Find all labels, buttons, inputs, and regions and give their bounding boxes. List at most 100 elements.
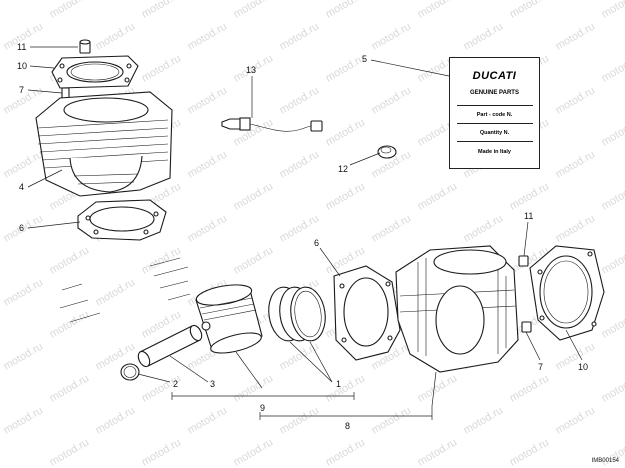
watermark-text: motod.ru — [140, 0, 184, 21]
callout-1: 1 — [336, 379, 341, 389]
watermark-text: motod.ru — [370, 84, 414, 116]
card-divider — [456, 105, 533, 106]
watermark-text: motod.ru — [416, 436, 460, 468]
callout-10-lower: 10 — [578, 362, 588, 372]
watermark-text: motod.ru — [324, 436, 368, 468]
watermark-text: motod.ru — [48, 244, 92, 276]
callout-13: 13 — [246, 65, 256, 75]
origin-label: Made in Italy — [477, 149, 511, 155]
watermark-text: motod.ru — [324, 372, 368, 404]
head-gasket — [51, 55, 139, 89]
watermark-text: motod.ru — [324, 52, 368, 84]
piston-rings — [268, 286, 326, 342]
rubber-plug — [377, 145, 397, 159]
watermark-text: motod.ru — [140, 244, 184, 276]
callout-11: 11 — [17, 42, 26, 52]
watermark-text: motod.ru — [508, 436, 552, 468]
watermark-text: motod.ru — [94, 20, 138, 52]
callout-6: 6 — [19, 223, 24, 233]
callout-11-lower: 11 — [524, 211, 533, 221]
watermark-text: motod.ru — [600, 0, 625, 21]
watermark-text: motod.ru — [278, 340, 322, 372]
dowel-pins-lower — [518, 255, 532, 333]
watermark-text: motod.ru — [232, 180, 276, 212]
piston — [195, 284, 263, 354]
watermark-text: motod.ru — [508, 372, 552, 404]
callout-12: 12 — [338, 164, 348, 174]
watermark-text: motod.ru — [600, 372, 625, 404]
watermark-text: motod.ru — [2, 404, 46, 436]
callout-7-lower: 7 — [538, 362, 543, 372]
watermark-text: motod.ru — [278, 148, 322, 180]
watermark-text: motod.ru — [554, 340, 598, 372]
top-cylinder-assembly — [35, 39, 173, 241]
watermark-text: motod.ru — [554, 20, 598, 52]
watermark-text: motod.ru — [48, 372, 92, 404]
watermark-text: motod.ru — [186, 404, 230, 436]
watermark-text: motod.ru — [324, 116, 368, 148]
watermark-text: motod.ru — [324, 0, 368, 21]
callout-6-lower: 6 — [314, 238, 319, 248]
quantity-label: Quantity N. — [479, 130, 510, 136]
hatch-marks — [59, 257, 191, 323]
watermark-text: motod.ru — [600, 244, 625, 276]
watermark-text: motod.ru — [370, 20, 414, 52]
dowel-pin — [79, 39, 91, 54]
watermark-text: motod.ru — [140, 52, 184, 84]
watermark-text: motod.ru — [416, 180, 460, 212]
watermark-text: motod.ru — [2, 276, 46, 308]
watermark-text: motod.ru — [186, 212, 230, 244]
watermark-text: motod.ru — [186, 148, 230, 180]
watermark-text: motod.ru — [140, 436, 184, 468]
watermark-text: motod.ru — [278, 404, 322, 436]
leader-lines — [27, 46, 583, 420]
watermark-text: motod.ru — [232, 244, 276, 276]
watermark-text: motod.ru — [278, 84, 322, 116]
base-gasket-lower — [333, 265, 401, 361]
watermark-text: motod.ru — [554, 148, 598, 180]
watermark-text: motod.ru — [186, 20, 230, 52]
piston-pin — [137, 324, 203, 368]
card-divider — [456, 141, 533, 142]
watermark-text: motod.ru — [554, 212, 598, 244]
callout-2: 2 — [173, 379, 178, 389]
watermark-text: motod.ru — [554, 404, 598, 436]
callout-4: 4 — [19, 182, 24, 192]
watermark-text: motod.ru — [600, 52, 625, 84]
callout-10: 10 — [17, 61, 27, 71]
callout-labels: 11 10 7 4 6 13 5 12 6 11 7 10 2 3 1 9 8 — [17, 42, 588, 431]
callout-9: 9 — [260, 403, 265, 413]
callout-3: 3 — [210, 379, 215, 389]
watermark-text: motod.ru — [232, 436, 276, 468]
watermark-text: motod.ru — [462, 20, 506, 52]
watermark-text: motod.ru — [48, 436, 92, 468]
brand-logo: DUCATI — [472, 70, 517, 82]
watermark-text: motod.ru — [600, 308, 625, 340]
callout-7: 7 — [19, 85, 24, 95]
watermark-text: motod.ru — [232, 0, 276, 21]
watermark-text: motod.ru — [94, 276, 138, 308]
watermark-text: motod.ru — [600, 116, 625, 148]
watermark-text: motod.ru — [416, 0, 460, 21]
watermark-text: motod.ru — [186, 84, 230, 116]
card-divider — [456, 123, 533, 124]
head-gasket-lower — [529, 245, 605, 341]
lower-exploded-assembly — [59, 245, 605, 381]
watermark-text: motod.ru — [48, 308, 92, 340]
watermark-text: motod.ru — [370, 404, 414, 436]
watermark-text: motod.ru — [48, 0, 92, 21]
watermark-text: motod.ru — [462, 212, 506, 244]
temperature-sensor — [221, 117, 323, 132]
part-code-label: Part - code N. — [476, 112, 513, 118]
card-subtitle: GENUINE PARTS — [470, 90, 519, 96]
watermark-text: motod.ru — [232, 372, 276, 404]
watermark-text: motod.ru — [508, 180, 552, 212]
image-code: IMB00154 — [591, 458, 619, 464]
dowel-bush — [61, 87, 70, 99]
cylinder-lower — [395, 245, 519, 373]
watermark-text: motod.ru — [600, 180, 625, 212]
watermark-text: motod.ru — [416, 372, 460, 404]
callout-8: 8 — [345, 421, 350, 431]
callout-5: 5 — [362, 54, 367, 64]
